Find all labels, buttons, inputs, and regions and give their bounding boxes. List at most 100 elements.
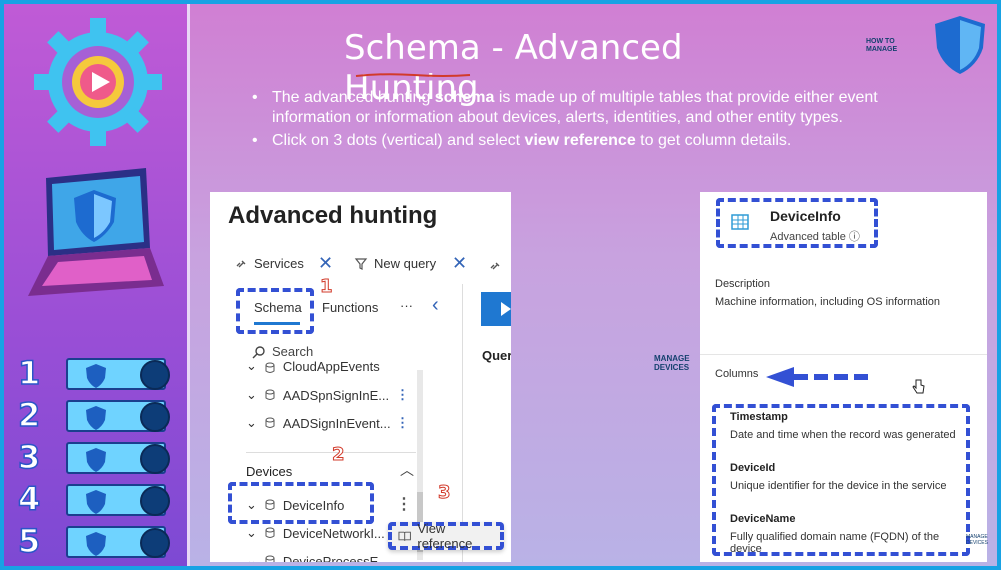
table-icon <box>265 555 275 562</box>
more-options-icon[interactable]: ⋮ <box>396 496 412 513</box>
step-box <box>66 442 170 474</box>
step-3: 3 <box>17 437 170 477</box>
logo-line: MANAGE <box>866 46 898 53</box>
logo-line: MANAGE <box>654 354 690 363</box>
step-box <box>66 526 170 558</box>
bullet-text: Click on 3 dots (vertical) and select <box>272 132 525 149</box>
collapse-chevron-icon[interactable]: ‹ <box>432 294 439 316</box>
link-icon <box>490 262 500 270</box>
search-icon <box>252 345 265 358</box>
annotation-3: 3 <box>438 482 451 504</box>
table-row-deviceinfo[interactable]: ⌄ DeviceInfo <box>246 494 426 516</box>
scrollbar[interactable] <box>417 370 423 560</box>
arrow-left-icon <box>766 367 872 387</box>
play-icon <box>501 302 511 316</box>
link-icon <box>236 260 246 267</box>
annotation-2: 2 <box>332 444 345 466</box>
table-name: CloudAppEvents <box>282 359 380 374</box>
column-desc: Unique identifier for the device in the … <box>730 480 947 492</box>
new-query-button[interactable]: New query <box>354 256 436 271</box>
columns-label: Columns <box>715 368 759 380</box>
table-name: DeviceInfo <box>770 208 841 224</box>
bullet-bold: view reference <box>524 132 636 149</box>
step-4: 4 <box>17 479 170 519</box>
close-icon[interactable]: ✕ <box>318 253 334 273</box>
chevron-down-icon: ⌄ <box>246 387 257 402</box>
schema-tabs: Schema Functions ··· ‹ <box>210 290 450 330</box>
more-options-icon[interactable]: ⋮ <box>396 415 409 430</box>
table-name: DeviceNetworkI... <box>282 525 385 541</box>
annotation-1: 1 <box>320 276 333 298</box>
divider <box>462 284 463 562</box>
divider <box>700 354 987 355</box>
table-header: DeviceInfo Advanced table ⓘ <box>716 198 878 248</box>
tab-schema[interactable]: Schema <box>254 300 302 315</box>
table-row[interactable]: ⌄ CloudAppEvents <box>246 358 426 374</box>
query-label: Quer <box>482 348 511 363</box>
shield-icon <box>86 406 106 430</box>
step-1: 1 <box>17 353 170 393</box>
table-row[interactable]: ⌄ AADSpnSignInE... ⋮ <box>246 384 426 406</box>
bullet-text: The advanced hunting <box>272 89 435 106</box>
description-label: Description <box>715 278 771 290</box>
step-dot <box>140 528 170 558</box>
schema-search[interactable]: Search <box>252 344 313 359</box>
view-reference-menu-item[interactable]: View reference <box>388 521 504 551</box>
step-box <box>66 358 170 390</box>
table-row[interactable]: ⌄ DeviceProcessE... <box>246 550 426 562</box>
services-button[interactable]: Services <box>234 256 304 271</box>
divider <box>246 452 416 453</box>
view-reference-label: View reference <box>417 521 473 551</box>
red-underline <box>355 73 471 77</box>
step-2: 2 <box>17 395 170 435</box>
active-tab-indicator <box>254 322 300 325</box>
table-row[interactable]: ⌄ DeviceNetworkI... <box>246 522 426 544</box>
highlight-columns <box>712 404 970 556</box>
shield-icon <box>86 490 106 514</box>
table-grid-icon <box>731 214 749 230</box>
table-row[interactable]: ⌄ AADSignInEvent... ⋮ <box>246 412 426 434</box>
run-query-button[interactable] <box>481 292 511 326</box>
close-icon[interactable]: ✕ <box>452 253 468 273</box>
column-name: DeviceName <box>730 513 796 525</box>
step-box <box>66 400 170 432</box>
step-dot <box>140 444 170 474</box>
highlight-table-header <box>716 198 878 248</box>
logo-line: MANAGE <box>966 534 988 540</box>
chevron-down-icon: ⌄ <box>246 525 257 540</box>
logo-line: DEVICES <box>966 540 988 546</box>
shield-icon <box>86 364 106 388</box>
column-name: DeviceId <box>730 462 776 474</box>
chevron-up-icon[interactable]: ︿ <box>400 462 414 478</box>
chevron-down-icon: ⌄ <box>246 553 257 562</box>
shield-icon <box>86 448 106 472</box>
book-icon <box>398 531 411 541</box>
chevron-down-icon: ⌄ <box>246 497 257 512</box>
table-icon <box>265 499 275 510</box>
more-tabs-button[interactable]: ··· <box>400 298 413 313</box>
bullet-view-reference: Click on 3 dots (vertical) and select vi… <box>252 131 952 151</box>
services-label: Services <box>254 256 304 271</box>
laptop-shield-icon <box>28 168 164 296</box>
toolbar: Services ✕ New query ✕ <box>210 250 511 280</box>
step-number: 3 <box>17 437 41 477</box>
step-dot <box>140 486 170 516</box>
description-text: Machine information, including OS inform… <box>715 296 941 308</box>
bullet-bold: schema <box>434 89 495 106</box>
columns-list: Timestamp Date and time when the record … <box>712 405 970 555</box>
left-rail: 1 2 3 4 <box>4 4 190 566</box>
highlight-deviceinfo <box>228 482 374 524</box>
step-box <box>66 484 170 516</box>
more-options-icon[interactable]: ⋮ <box>396 387 409 402</box>
highlight-schema-tab <box>236 288 314 334</box>
advanced-hunting-panel: Advanced hunting Services ✕ New query ✕ … <box>210 192 511 562</box>
table-icon <box>265 389 275 400</box>
step-dot <box>140 402 170 432</box>
bullet-list: The advanced hunting schema is made up o… <box>252 88 952 154</box>
gear-play-icon <box>34 18 162 146</box>
tab-functions[interactable]: Functions <box>322 300 379 315</box>
table-name: DeviceInfo <box>282 497 345 513</box>
bullet-text: to get column details. <box>635 132 792 149</box>
shield-icon <box>86 532 106 556</box>
